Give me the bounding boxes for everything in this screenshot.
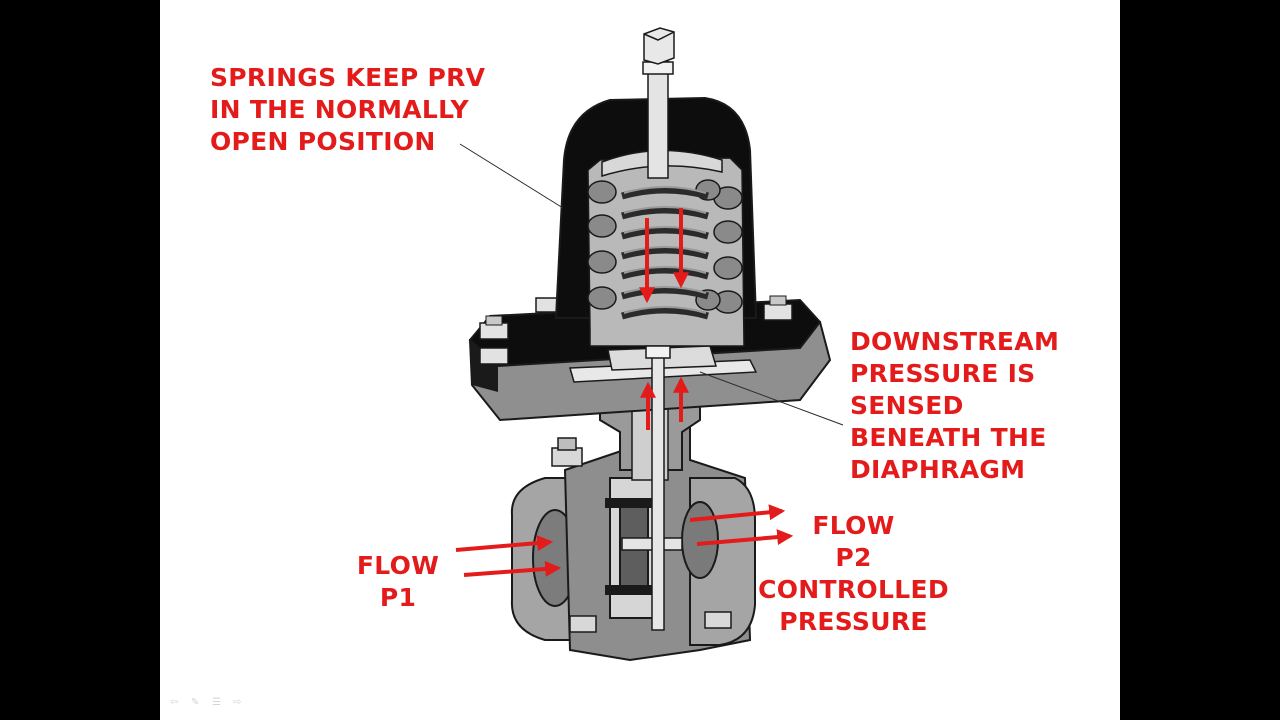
- downstream-line-4: BENEATH THE: [850, 422, 1059, 454]
- flow-out-line-3: CONTROLLED: [746, 574, 961, 606]
- flange-bolt: [480, 348, 508, 364]
- downstream-line-1: DOWNSTREAM: [850, 326, 1059, 358]
- arrow-right-icon[interactable]: ⇨: [233, 698, 245, 708]
- springs-line-1: SPRINGS KEEP PRV: [210, 62, 485, 94]
- flow-out-line-2: P2: [746, 542, 961, 574]
- downstream-annotation: DOWNSTREAM PRESSURE IS SENSED BENEATH TH…: [850, 326, 1059, 486]
- flow-out-annotation: FLOW P2 CONTROLLED PRESSURE: [746, 510, 961, 638]
- flange-bolt: [764, 296, 792, 320]
- flow-in-annotation: FLOW P1: [348, 550, 448, 614]
- menu-icon[interactable]: ☰: [212, 698, 224, 708]
- springs-line-3: OPEN POSITION: [210, 126, 485, 158]
- springs-annotation: SPRINGS KEEP PRV IN THE NORMALLY OPEN PO…: [210, 62, 485, 158]
- arrow-left-icon[interactable]: ⇦: [170, 698, 182, 708]
- downstream-line-5: DIAPHRAGM: [850, 454, 1059, 486]
- slideshow-nav: ⇦ ✎ ☰ ⇨: [170, 698, 245, 708]
- flow-out-line-1: FLOW: [746, 510, 961, 542]
- slide: SPRINGS KEEP PRV IN THE NORMALLY OPEN PO…: [160, 0, 1120, 720]
- springs-line-2: IN THE NORMALLY: [210, 94, 485, 126]
- flow-in-line-2: P1: [348, 582, 448, 614]
- body-bolt: [552, 438, 582, 466]
- downstream-line-3: SENSED: [850, 390, 1059, 422]
- screw-head: [644, 28, 674, 64]
- adjusting-screw: [648, 60, 668, 178]
- downstream-line-2: PRESSURE IS: [850, 358, 1059, 390]
- valve-stem: [652, 348, 664, 630]
- flow-out-line-4: PRESSURE: [746, 606, 961, 638]
- flow-in-line-1: FLOW: [348, 550, 448, 582]
- body-bolt: [570, 616, 596, 632]
- pen-icon[interactable]: ✎: [191, 698, 203, 708]
- stem-nut: [646, 346, 670, 358]
- outlet-port: [682, 502, 718, 578]
- body-bolt: [705, 612, 731, 628]
